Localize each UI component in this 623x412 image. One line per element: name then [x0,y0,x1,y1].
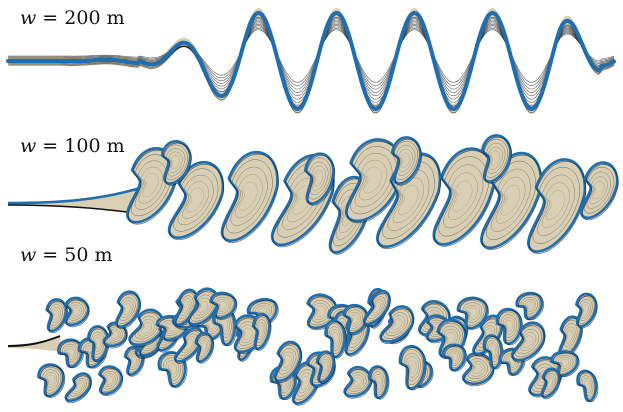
panel-w50 [8,284,602,408]
vortex-w50-5 [60,370,96,408]
panel-label-w200: w = 200 m [20,7,125,29]
vortex-w50-9 [94,364,126,399]
vortex-w50-2 [38,364,66,398]
panel-label-w50: w = 50 m [20,244,113,266]
vortex-w50-54 [441,342,469,373]
vortex-w50-68 [575,368,602,404]
panel-label-w100: w = 100 m [20,135,125,157]
